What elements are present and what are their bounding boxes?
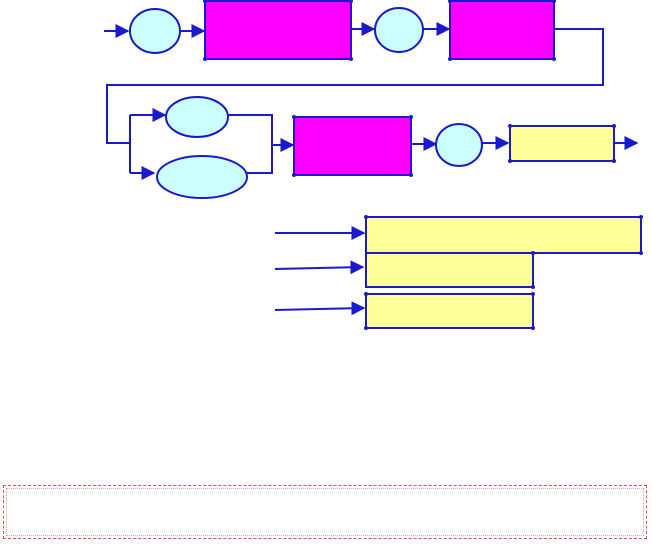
upper-branch-ellipse (165, 96, 229, 138)
legend-bar-1 (365, 216, 642, 254)
vertex-dots (203, 0, 643, 330)
output-box (509, 125, 615, 162)
process-box-1 (204, 0, 352, 60)
start-circle-node (129, 8, 181, 54)
lower-branch-ellipse (156, 155, 248, 199)
circle-node-3 (435, 123, 483, 167)
legend-arrow-3 (274, 301, 366, 316)
circle-node-2 (374, 7, 424, 53)
connector-line (106, 28, 604, 144)
legend-bar-3 (365, 293, 534, 329)
legend-bar-2 (365, 252, 534, 288)
legend-arrow-2 (274, 260, 365, 275)
bottom-dashed-frame (3, 485, 647, 539)
process-box-3 (293, 116, 412, 176)
process-box-2 (449, 0, 555, 60)
